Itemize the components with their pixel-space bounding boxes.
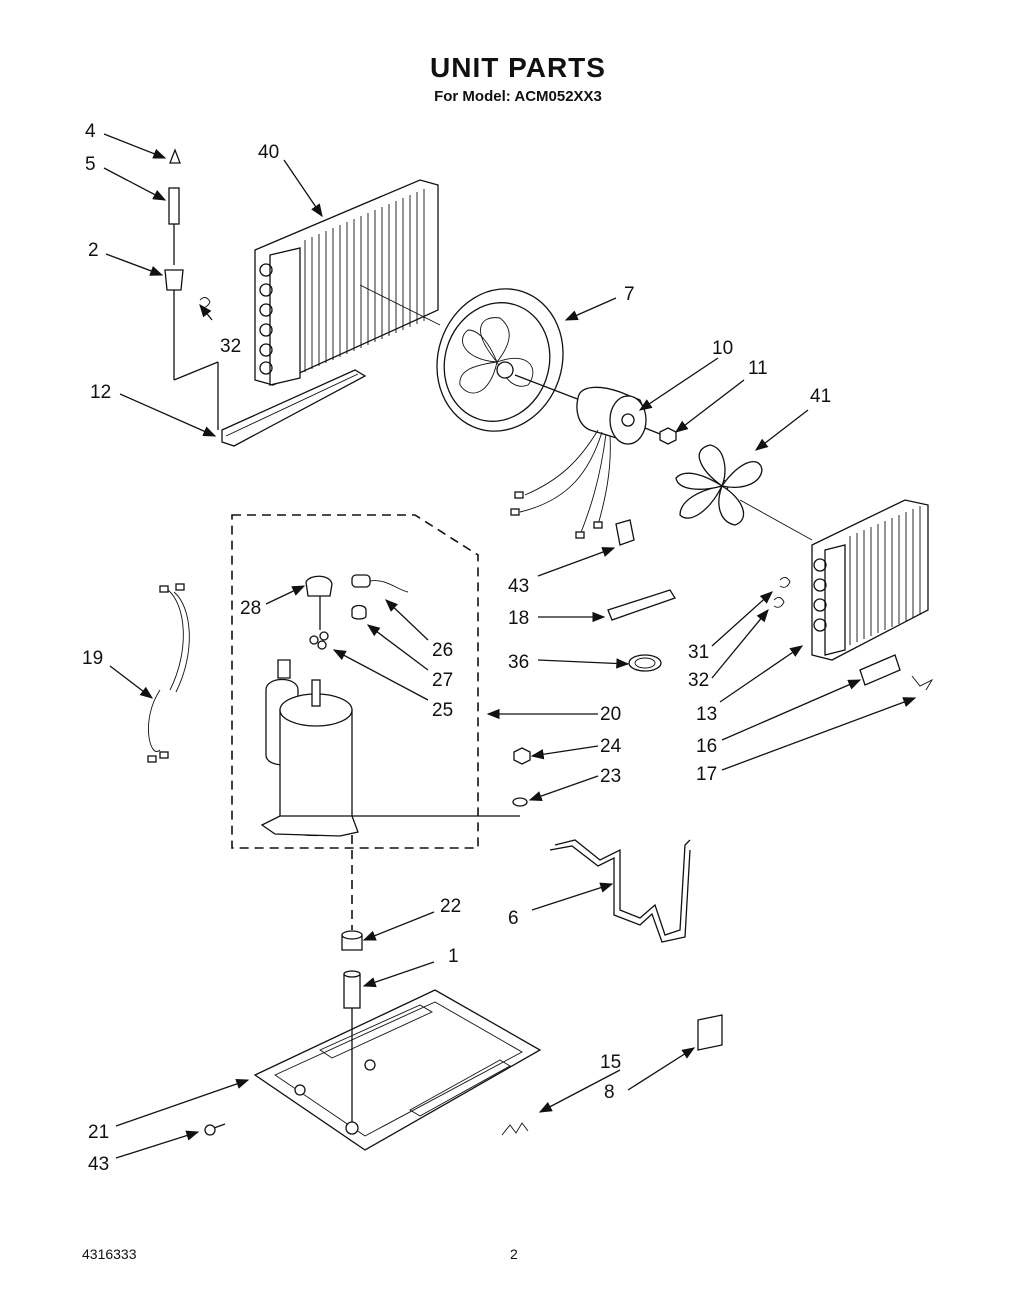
callout-label-31: 31: [688, 642, 709, 663]
page-number: 2: [510, 1246, 518, 1262]
base-pan-drawing: [253, 989, 542, 1151]
fan-blade-drawing: [675, 444, 763, 526]
screw-43-drawing: [204, 1123, 226, 1136]
condenser-coil-drawing: [739, 499, 929, 661]
callout-label-43: 43: [88, 1154, 109, 1175]
model-subtitle: For Model: ACM052XX3: [434, 88, 602, 105]
callout-label-11: 11: [748, 358, 768, 379]
callout-label-28: 28: [240, 598, 261, 619]
bracket-16-drawing: [859, 654, 934, 691]
callout-label-25: 25: [432, 700, 453, 721]
leader-arrows: [103, 133, 917, 1159]
callout-label-12: 12: [90, 382, 111, 403]
callout-label-15: 15: [600, 1052, 621, 1073]
compressor-assembly-outline: [231, 514, 479, 849]
clip-31-32-drawing: [773, 577, 791, 608]
callout-label-34: 36: [508, 652, 529, 673]
callout-label-40: 41: [810, 386, 831, 407]
callout-label-20: 19: [82, 648, 103, 669]
callout-label-36: 40: [258, 142, 279, 163]
callout-label-17: 17: [696, 764, 717, 785]
callout-label-41: 43: [508, 576, 529, 597]
callout-label-32b: 32: [688, 670, 709, 691]
parts-15-8-drawing: [501, 1014, 723, 1136]
nut-11-drawing: [659, 427, 677, 445]
callout-label-1: 1: [448, 946, 459, 967]
terminal-19-drawing: [607, 589, 676, 621]
callout-label-26: 26: [432, 640, 453, 661]
clip-41-drawing: [615, 519, 635, 546]
blower-wheel-drawing: [359, 284, 564, 432]
wire-harness-drawing: [147, 583, 190, 763]
callout-label-18: 21: [88, 1122, 109, 1143]
compressor-drawing: [260, 659, 359, 837]
heater-tube-drawing: [221, 369, 367, 447]
callout-label-5: 5: [85, 154, 96, 175]
callout-label-27: 27: [432, 670, 453, 691]
callout-label-21: 20: [600, 704, 621, 725]
fan-motor-drawing: [510, 374, 666, 539]
callout-label-19: 18: [508, 608, 529, 629]
tube-6-drawing: [549, 839, 691, 943]
callout-label-22: 22: [440, 896, 461, 917]
callout-label-6: 6: [508, 908, 519, 929]
page-title: UNIT PARTS: [430, 52, 606, 83]
callout-labels: 4 5 2 32 12 40 7 10 11 41 43 18 36 31 32…: [82, 121, 831, 1175]
callout-label-2: 2: [88, 240, 99, 261]
callout-label-23: 23: [600, 766, 621, 787]
grommet-sleeve-drawing: [341, 930, 363, 1009]
nut-washer-drawing: [512, 747, 531, 807]
callout-label-13: 13: [696, 704, 717, 725]
cap-tube-parts-drawing: [164, 148, 219, 430]
callout-label-24: 24: [600, 736, 622, 757]
callout-label-16: 16: [696, 736, 717, 757]
ring-34-drawing: [628, 654, 662, 672]
callout-label-8: 8: [604, 1082, 615, 1103]
callout-label-7: 7: [624, 284, 635, 305]
callout-label-10: 10: [712, 338, 733, 359]
evaporator-coil-drawing: [254, 179, 439, 386]
callout-label-32a: 32: [220, 336, 241, 357]
callout-label-4: 4: [85, 121, 96, 142]
document-number: 4316333: [82, 1246, 137, 1262]
compressor-small-parts-drawing: [305, 574, 409, 650]
